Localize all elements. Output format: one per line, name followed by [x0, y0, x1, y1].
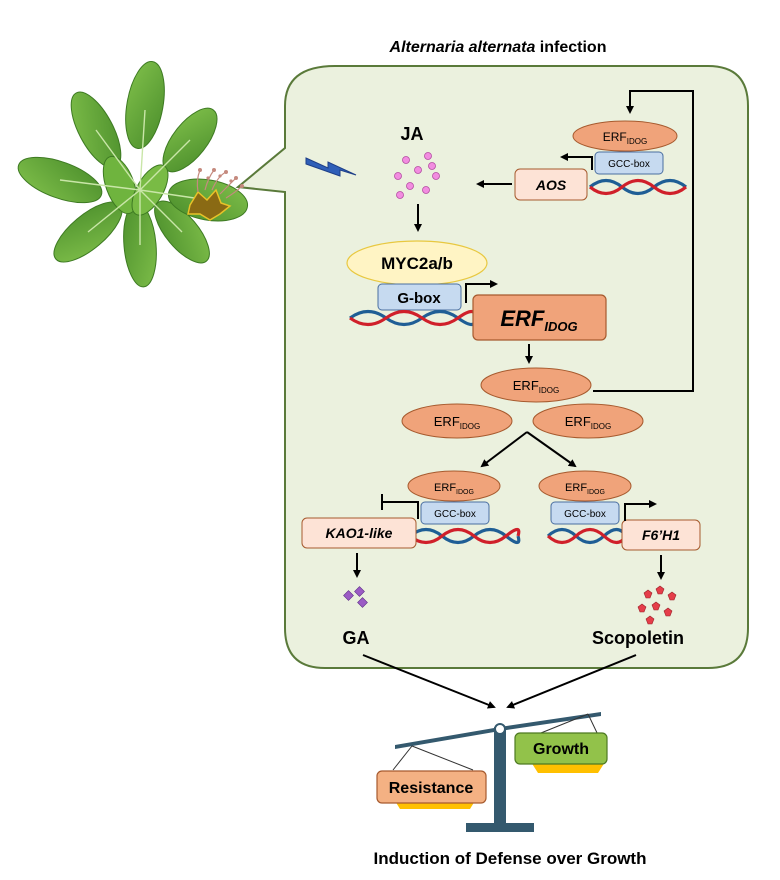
gene-erf-idog — [472, 294, 607, 341]
svg-text:Scopoletin: Scopoletin — [592, 628, 684, 648]
ja-molecules — [394, 152, 440, 199]
infection-title: Alternaria alternata infection — [389, 39, 607, 56]
svg-text:ERFIDOG: ERFIDOG — [513, 378, 559, 395]
svg-text:AOS: AOS — [535, 177, 567, 193]
svg-text:GA: GA — [343, 628, 370, 648]
branch-arrow-left — [480, 431, 528, 468]
plant-illustration — [17, 61, 249, 288]
erf-label: ERFIDOG — [603, 130, 647, 146]
f6h1-tss-arrow — [624, 500, 657, 521]
svg-text:GCC-box: GCC-box — [608, 159, 650, 170]
gene-f6h1 — [621, 519, 701, 551]
svg-text:ERFIDOG: ERFIDOG — [565, 414, 611, 431]
g-box — [377, 283, 462, 311]
dna-strand-right — [546, 527, 628, 545]
gcc-box-top — [594, 151, 664, 175]
svg-text:Resistance: Resistance — [389, 780, 474, 797]
ga-molecules — [343, 586, 368, 608]
ja-label: JA — [400, 124, 423, 144]
svg-text:GCC-box: GCC-box — [564, 509, 606, 520]
scopoletin-to-balance-arrow — [506, 654, 637, 709]
svg-text:ERFIDOG: ERFIDOG — [434, 414, 480, 431]
erf-protein-cluster: ERFIDOG ERFIDOG ERFIDOG — [401, 367, 644, 439]
erf-protein-left — [407, 470, 501, 502]
svg-text:ERFIDOG: ERFIDOG — [565, 482, 605, 496]
dna-strand-gbox — [349, 309, 478, 327]
svg-text:ERFIDOG: ERFIDOG — [500, 306, 577, 334]
kao-repression-bar — [381, 494, 419, 519]
aos-tss-arrow — [560, 153, 593, 170]
gcc-box-left — [420, 501, 490, 525]
erf-protein-top — [572, 120, 678, 152]
branch-arrow-right — [526, 431, 577, 468]
gene-kao1-like — [301, 517, 417, 549]
scopoletin-molecules — [637, 585, 677, 625]
svg-text:ERFIDOG: ERFIDOG — [434, 482, 474, 496]
svg-text:MYC2a/b: MYC2a/b — [381, 254, 453, 273]
erf-tss-arrow — [465, 280, 498, 303]
ga-to-balance-arrow — [362, 654, 496, 709]
growth-box — [514, 732, 608, 765]
svg-text:G-box: G-box — [397, 290, 441, 307]
svg-text:GCC-box: GCC-box — [434, 509, 476, 520]
dna-strand-left — [408, 527, 521, 545]
svg-text:Growth: Growth — [533, 741, 589, 758]
svg-text:KAO1-like: KAO1-like — [326, 525, 393, 541]
gene-aos — [514, 168, 588, 201]
feedback-loop-arrow — [593, 90, 694, 392]
svg-text:F6’H1: F6’H1 — [642, 527, 680, 543]
cell-panel — [235, 65, 749, 669]
footer-caption: Induction of Defense over Growth — [374, 849, 647, 868]
lesion-spot — [187, 188, 232, 221]
resistance-box — [376, 770, 487, 804]
gcc-box-right — [550, 501, 620, 525]
dna-strand-top — [588, 178, 688, 196]
erf-protein-right — [538, 470, 632, 502]
signal-bolt-icon — [305, 157, 357, 177]
